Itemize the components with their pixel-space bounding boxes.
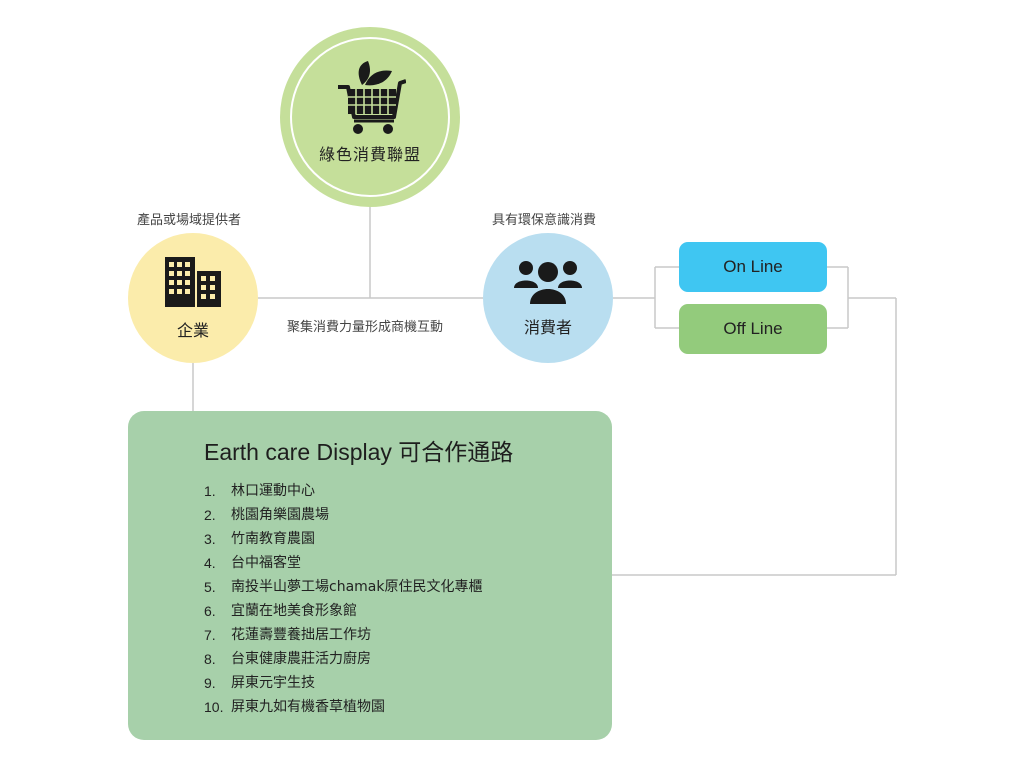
buildings-icon <box>165 257 221 307</box>
list-item: 9.屏東元宇生技 <box>204 675 315 691</box>
list-item: 3.竹南教育農園 <box>204 531 315 547</box>
list-item: 8.台東健康農莊活力廚房 <box>204 651 371 667</box>
channel-list: 1.林口運動中心 2.桃園角樂園農場 3.竹南教育農園 4.台中福客堂 5.南投… <box>204 479 612 719</box>
partner-channels-panel: Earth care Display 可合作通路 1.林口運動中心 2.桃園角樂… <box>128 411 612 740</box>
consumer-node: 消費者 <box>483 233 613 363</box>
panel-title: Earth care Display 可合作通路 <box>204 439 514 465</box>
list-item: 7.花蓮壽豐養拙居工作坊 <box>204 627 371 643</box>
offline-channel: Off Line <box>679 304 827 354</box>
people-group-icon <box>514 261 582 304</box>
list-item: 1.林口運動中心 <box>204 483 315 499</box>
list-item: 10.屏東九如有機香草植物園 <box>204 699 385 715</box>
enterprise-caption: 產品或場域提供者 <box>137 213 242 228</box>
list-item: 2.桃園角樂園農場 <box>204 507 329 523</box>
list-item: 5.南投半山夢工場chamak原住民文化專櫃 <box>204 579 483 595</box>
consumer-label: 消費者 <box>523 318 572 337</box>
online-channel: On Line <box>679 242 827 292</box>
enterprise-node: 企業 <box>128 233 258 363</box>
hub-label: 綠色消費聯盟 <box>318 145 421 164</box>
link-label: 聚集消費力量形成商機互動 <box>287 320 444 335</box>
enterprise-label: 企業 <box>176 321 209 340</box>
shopping-cart-leaf-icon <box>338 61 406 134</box>
green-consumption-alliance-node: 綠色消費聯盟 <box>280 27 460 207</box>
list-item: 6.宜蘭在地美食形象館 <box>204 603 357 619</box>
list-item: 4.台中福客堂 <box>204 555 301 571</box>
consumer-caption: 具有環保意識消費 <box>492 213 597 228</box>
